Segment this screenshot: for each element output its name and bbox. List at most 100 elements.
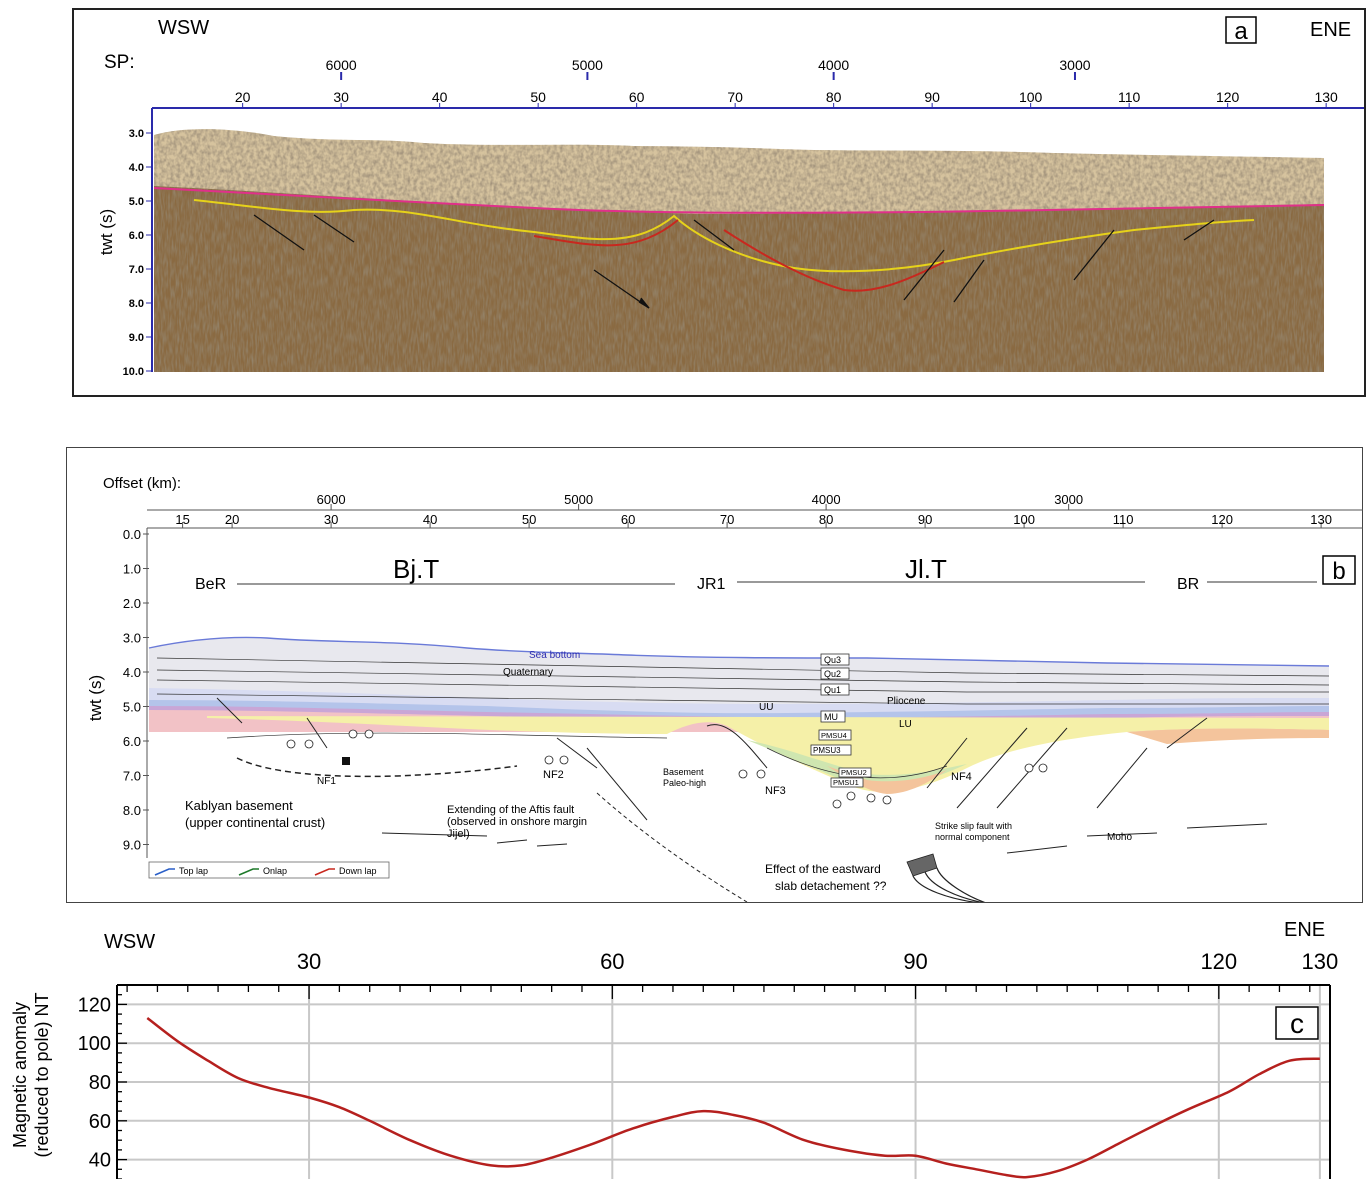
panel-a-seismic-section: [154, 110, 1324, 372]
annot-basement-2: Paleo-high: [663, 778, 706, 788]
panel-c-grid: [117, 985, 1330, 1179]
unit-qu1: Qu1: [824, 685, 841, 695]
unit-pmsu1-box: [830, 777, 864, 788]
panel-b-legend: [148, 861, 390, 879]
annot-strike-slip-2: normal component: [935, 832, 1010, 842]
panel-a-top-tick-label: 130: [1314, 89, 1338, 105]
fault-nf1: NF1: [317, 776, 336, 787]
panel-c-y-tick-label: 120: [78, 994, 111, 1016]
panel-a-top-tick-label: 70: [727, 89, 743, 105]
panel-a-y-tick-label: 9.0: [129, 332, 144, 344]
panel-a-sp-label: SP:: [104, 52, 135, 73]
annot-kabylian-2: (upper continental crust): [185, 815, 325, 830]
panel-b-y-axis-label: twt (s): [86, 675, 105, 721]
panel-b-y-tick-label: 5.0: [123, 700, 141, 715]
annot-aftis-1: Extending of the Aftis fault: [447, 804, 574, 816]
fault-nf2: NF2: [543, 769, 564, 781]
panel-b-top-tick-label: 130: [1310, 512, 1332, 527]
annot-aftis-2: (observed in onshore margin: [447, 816, 587, 828]
panel-a-y-tick-label: 4.0: [129, 162, 144, 174]
unit-qu3-box: [820, 653, 850, 666]
unit-quaternary: Quaternary: [503, 667, 553, 678]
panel-b-label-box: [1322, 555, 1356, 585]
panel-b-top-tick-label: 90: [918, 512, 932, 527]
unit-pmsu3-box: [810, 744, 852, 756]
panel-a-ene-label: ENE: [1310, 19, 1351, 41]
panel-c-y-axis-label-2: (reduced to pole) NT: [32, 992, 52, 1157]
annot-moho: Moho: [1107, 832, 1132, 843]
panel-b-y-tick-label: 3.0: [123, 631, 141, 646]
panel-a-top-tick-label: 30: [333, 89, 349, 105]
panel-b-top-tick-label: 120: [1211, 512, 1233, 527]
panel-b-legend-swatch: [154, 868, 175, 876]
unit-pmsu3: PMSU3: [813, 746, 841, 755]
panel-a-faults: [253, 214, 1215, 309]
panel-a-sp-tick-label: 6000: [326, 57, 357, 73]
unit-qu3: Qu3: [824, 655, 841, 665]
panel-b-legend-label: Top lap: [179, 866, 208, 876]
unit-qu1-box: [820, 683, 850, 696]
panel-a-y-tick-label: 5.0: [129, 196, 144, 208]
unit-pmsu2: PMSU2: [841, 768, 867, 777]
panel-c-svg: WSW ENE Magnetic anomaly (reduced to pol…: [10, 919, 1339, 1179]
panel-b-strike-slip-symbols: [286, 729, 1048, 809]
panel-a-y-axis-label: twt (s): [97, 209, 116, 255]
panel-b-legend-swatch: [314, 868, 335, 876]
panel-c-panel-letter: c: [1290, 1008, 1304, 1039]
panel-b-top-tick-label: 20: [225, 512, 239, 527]
panel-c-ene-label: ENE: [1284, 919, 1325, 941]
panel-b-moho-lines: [381, 823, 1268, 854]
panel-c-series: [146, 1017, 1320, 1179]
unit-mu-box: [820, 710, 846, 723]
panel-a-top-tick-label: 120: [1216, 89, 1240, 105]
panel-b-legend-swatch: [238, 868, 259, 876]
panel-c-wsw-label: WSW: [104, 931, 155, 953]
unit-qu2-box: [820, 667, 850, 680]
unit-sea-bottom: Sea bottom: [529, 650, 580, 661]
panel-a-horizon-red: [533, 219, 945, 292]
panel-a-y-tick-label: 6.0: [129, 230, 144, 242]
panel-c-y-axis-label-1: Magnetic anomaly: [10, 1002, 30, 1148]
panel-a-horizon-yellow: [193, 199, 1255, 273]
panel-a-top-tick-label: 50: [530, 89, 546, 105]
panel-a-top-tick-label: 60: [629, 89, 645, 105]
panel-b-top-tick-label: 60: [621, 512, 635, 527]
panel-b-top-tick-label: 70: [720, 512, 734, 527]
panel-b-y-tick-label: 9.0: [123, 838, 141, 853]
panel-b-sp-tick-label: 6000: [317, 492, 346, 507]
panel-a-y-axis: 3.04.05.06.07.08.09.010.0: [123, 128, 152, 378]
panel-c-y-tick-label: 60: [89, 1111, 111, 1133]
domain-jr1: JR1: [697, 576, 726, 593]
panel-a-horizon-magenta: [153, 187, 1325, 214]
panel-a-top-tick-label: 90: [924, 89, 940, 105]
panel-b-sea-bottom-line: [148, 636, 1330, 667]
panel-b-top-tick-label: 30: [324, 512, 338, 527]
panel-b-y-tick-label: 0.0: [123, 527, 141, 542]
panel-c-magnetic-chart: WSW ENE Magnetic anomaly (reduced to pol…: [0, 905, 1368, 1179]
panel-b-marker-square: [342, 757, 350, 765]
unit-qu2: Qu2: [824, 669, 841, 679]
panel-b-sp-tick-label: 3000: [1054, 492, 1083, 507]
unit-pliocene: Pliocene: [887, 696, 926, 707]
panel-a-label-box: [1225, 16, 1257, 44]
unit-uu: UU: [759, 702, 773, 713]
panel-c-x-tick-label: 130: [1302, 949, 1339, 974]
panel-a-y-tick-label: 10.0: [123, 366, 144, 378]
panel-b-detachment-dashed: [236, 757, 518, 778]
annot-kabylian-1: Kablyan basement: [185, 798, 293, 813]
panel-a-y-tick-label: 8.0: [129, 298, 144, 310]
annot-aftis-3: Jijel): [447, 828, 470, 840]
panel-b-top-tick-label: 100: [1013, 512, 1035, 527]
panel-a-sp-tick-label: 4000: [818, 57, 849, 73]
panel-a-top-tick-label: 40: [432, 89, 448, 105]
unit-pmsu1: PMSU1: [833, 778, 859, 787]
fault-nf3: NF3: [765, 785, 786, 797]
panel-b-sp-tick-label: 5000: [564, 492, 593, 507]
